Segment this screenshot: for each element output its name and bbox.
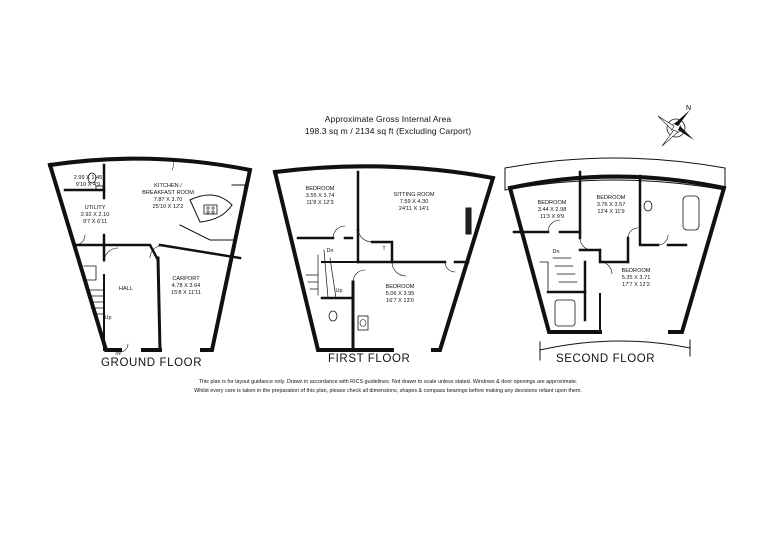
disclaimer-line1: This plan is for layout guidance only. D… [198,379,578,385]
first-bedroom2-label: BEDROOM 5.06 X 3.95 16'7 X 13'0 [386,284,415,305]
ground-kitchen-dims: 7.87 X 3.70 [153,197,183,203]
first-sitting-imperial: 24'11 X 14'1 [398,206,430,212]
compass-north-label: N [686,105,691,112]
second-bedroom1-label: BEDROOM 3.44 X 2.98 11'3 X 9'9 [538,200,567,221]
ground-utility-imperial: 9'7 X 6'11 [82,219,108,225]
ground-wc-imperial: 9'10 X 4'9 [75,182,101,188]
disclaimer-line2: Whilst every care is taken in the prepar… [194,388,582,394]
second-floor-plan [504,157,727,361]
ground-carport-label: CARPORT 4.78 X 3.64 15'8 X 11'11 [171,276,201,297]
first-cupboard-label: T [382,246,386,252]
first-stair-dn: Dn [326,248,334,254]
second-bedroom1-imperial: 11'3 X 9'9 [539,214,565,220]
first-bedroom2-imperial: 16'7 X 13'0 [386,298,414,304]
ground-stair-up: Up [104,315,112,321]
ground-utility-dims: 2.92 X 2.10 [80,212,110,218]
ground-carport-imperial: 15'8 X 11'11 [171,290,201,296]
ground-hall-label: HALL [119,286,133,293]
first-floor-title: FIRST FLOOR [328,353,411,365]
second-floor-title: SECOND FLOOR [556,353,656,365]
ground-carport-name: CARPORT [172,276,200,282]
second-bedroom2-imperial: 12'4 X 11'9 [597,209,625,215]
second-bedroom3-imperial: 17'7 X 12'2 [622,282,650,288]
first-bedroom1-name: BEDROOM [305,186,335,192]
ground-wc-dims: 2.99 X 1.45 [73,175,103,181]
second-bedroom3-label: BEDROOM 5.35 X 3.71 17'7 X 12'2 [622,268,651,289]
ground-floor-title: GROUND FLOOR [101,357,203,369]
first-stair-up: Up [335,288,343,294]
compass-rose-icon: N [657,105,694,147]
ground-kitchen-imperial: 25'10 X 12'2 [152,204,184,210]
ground-hall-name: HALL [119,286,133,292]
first-bedroom1-imperial: 11'8 X 12'3 [306,200,334,206]
ground-carport-dims: 4.78 X 3.64 [171,283,201,289]
ground-wc-label: 2.99 X 1.45 9'10 X 4'9 [74,175,103,189]
area-total: 198.3 sq m / 2134 sq ft (Excluding Carpo… [304,126,472,136]
ground-utility-label: UTILITY 2.92 X 2.10 9'7 X 6'11 [81,205,110,226]
second-bedroom3-name: BEDROOM [621,268,651,274]
ground-kitchen-name1: KITCHEN / [154,183,182,189]
second-bedroom2-name: BEDROOM [596,195,626,201]
second-bedroom2-dims: 3.76 X 3.57 [596,202,626,208]
first-bedroom2-dims: 5.06 X 3.95 [385,291,415,297]
second-bedroom1-name: BEDROOM [537,200,567,206]
second-bedroom3-dims: 5.35 X 3.71 [621,275,651,281]
second-bedroom1-dims: 3.44 X 2.98 [537,207,567,213]
first-bedroom1-dims: 3.55 X 3.74 [305,193,335,199]
ground-utility-name: UTILITY [84,205,106,211]
area-title: Approximate Gross Internal Area [324,114,452,124]
ground-floor-plan [47,156,253,353]
second-bedroom2-label: BEDROOM 3.76 X 3.57 12'4 X 11'9 [597,195,626,216]
first-floor-plan [272,164,496,352]
ground-kitchen-label: KITCHEN / BREAKFAST ROOM 7.87 X 3.70 25'… [142,183,194,211]
first-sitting-name: SITTING ROOM [393,192,435,198]
second-stair-dn: Dn [552,249,560,255]
ground-entrance-label: IN [115,351,121,357]
first-bedroom2-name: BEDROOM [385,284,415,290]
first-bedroom1-label: BEDROOM 3.55 X 3.74 11'8 X 12'3 [306,186,335,207]
first-sitting-label: SITTING ROOM 7.59 X 4.30 24'11 X 14'1 [393,192,434,213]
first-sitting-dims: 7.59 X 4.30 [399,199,429,205]
ground-kitchen-name2: BREAKFAST ROOM [142,190,194,196]
